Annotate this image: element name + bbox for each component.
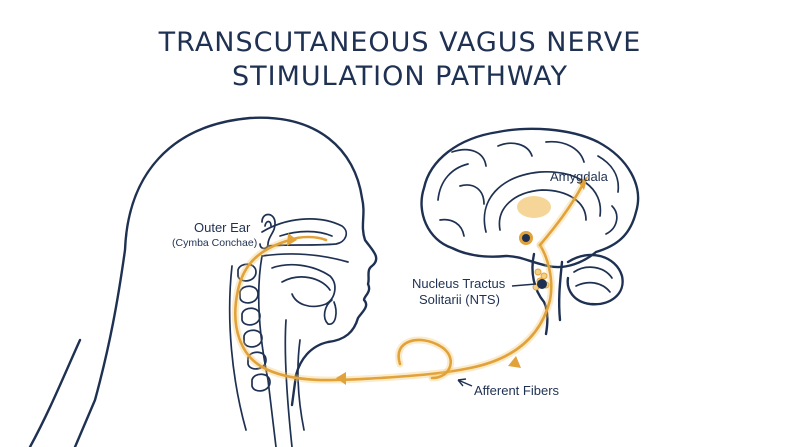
cerebellum-folds [573,266,613,293]
arrow-amygdala [578,176,588,190]
vagus-nerve-pathway [231,176,588,385]
brainstem [531,252,549,336]
title-line-1: TRANSCUTANEOUS VAGUS NERVE [158,27,642,58]
cerebellum [566,253,624,306]
label-outer-ear: Outer Ear [194,220,251,235]
nts-leader-line [511,283,537,287]
throat-line [297,339,305,431]
hard-palate [261,253,349,263]
arrow-ear-entry [287,233,297,246]
title-line-2: STIMULATION PATHWAY [232,61,568,92]
uvula [323,299,337,325]
diagram-title: TRANSCUTANEOUS VAGUS NERVE STIMULATION P… [0,26,800,94]
ear-icon [259,213,276,250]
nasal-turbinate [279,230,333,237]
brain-gyri [437,140,620,237]
oral-cavity [271,263,336,308]
trachea [284,319,293,447]
nerve-amygdala-branch [538,184,584,247]
brainstem-front [557,260,564,322]
head-illustration [28,116,378,447]
label-amygdala: Amygdala [550,169,609,184]
nerve-main-path [234,238,553,382]
corpus-callosum [498,189,587,231]
label-afferent-fibers: Afferent Fibers [474,383,560,398]
arrow-right-up [508,356,521,368]
cingulate-arc [483,171,602,233]
label-nts-line1: Nucleus Tractus [412,276,506,291]
label-nts-line2: Solitarii (NTS) [419,292,500,307]
nasal-cavity [261,218,348,247]
tongue [281,276,331,291]
nerve-loop [397,338,452,380]
afferent-leader-arrow [457,378,473,387]
head-outline [73,116,378,447]
neck-back [28,338,82,447]
brain-outline [420,127,640,269]
arrow-left-mid [336,372,346,385]
pharynx [257,255,277,447]
label-outer-ear-sub: (Cymba Conchae) [172,237,257,249]
nts-node [537,279,547,289]
thalamus-highlight [517,196,551,218]
